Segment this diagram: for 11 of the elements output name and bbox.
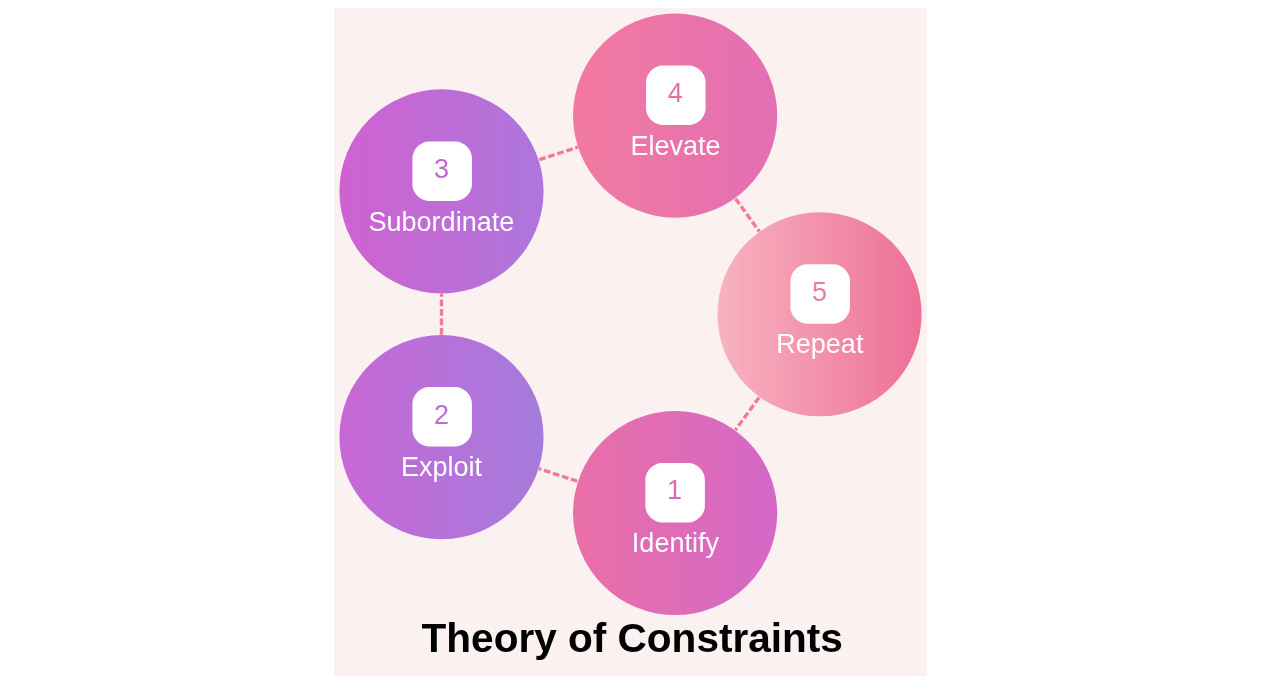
node-circle: 2 Exploit: [339, 335, 544, 540]
connector: [538, 467, 578, 483]
connector: [734, 197, 761, 233]
connector: [733, 396, 761, 432]
diagram-title: Theory of Constraints: [421, 614, 843, 661]
connector: [439, 293, 444, 335]
node-circle: 1 Identify: [573, 410, 778, 616]
node-circle: 4 Elevate: [573, 13, 778, 218]
node-circle: 3 Subordinate: [339, 89, 544, 294]
connector: [538, 145, 579, 162]
node-circle: 5 Repeat: [717, 212, 922, 417]
